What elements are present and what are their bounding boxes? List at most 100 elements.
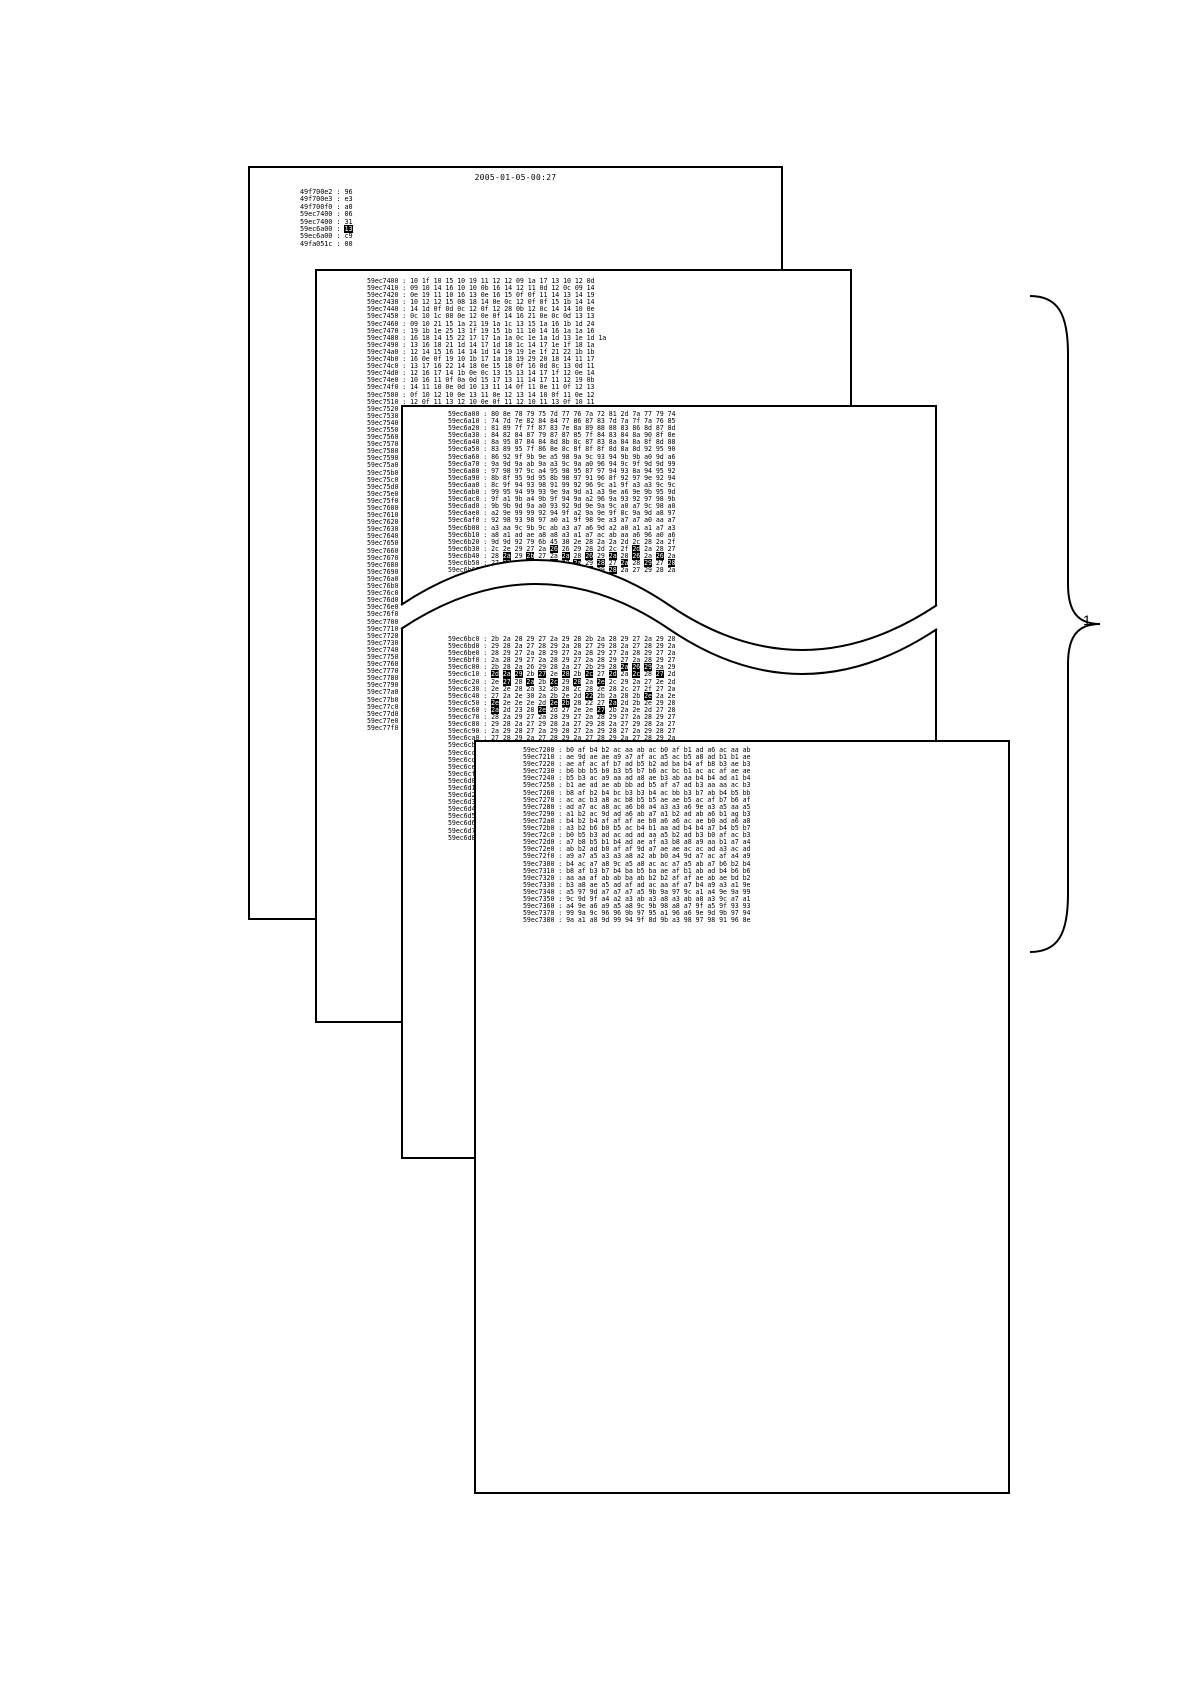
memory-dump-list: 59ec7200 : b0 af b4 b2 ac aa ab ac b0 af…: [523, 746, 751, 924]
dump-byte: 7f: [585, 431, 594, 440]
dump-byte: 16: [410, 333, 418, 342]
dump-byte: ae: [742, 767, 751, 776]
dump-byte: 1d: [551, 333, 560, 342]
dump-byte: b2: [577, 809, 586, 818]
dump-byte: 98: [526, 516, 535, 525]
dump-byte: 9e: [585, 502, 594, 511]
dump-byte: 29: [620, 635, 629, 643]
dump-byte: 26: [632, 551, 641, 560]
dump-byte: 9a: [632, 509, 641, 518]
dump-address: 59ec6b00: [448, 523, 480, 532]
dump-address: 59ec72a0: [523, 816, 555, 825]
dump-byte: 1e: [551, 340, 560, 349]
dump-address: 59ec6a10: [448, 417, 480, 426]
dump-byte: 13: [492, 369, 501, 378]
dump-byte: 97: [644, 495, 652, 504]
dump-byte: a4: [526, 495, 535, 504]
dump-byte: a6: [585, 523, 594, 532]
dump-byte: 29: [632, 720, 641, 729]
dump-byte: 0d: [574, 362, 583, 371]
dump-byte: 16: [516, 312, 524, 321]
dump-byte: a1: [573, 530, 582, 539]
dump-address: 59ec6a60: [448, 452, 480, 461]
dump-byte: 1b: [468, 355, 477, 364]
dump-byte: 13: [563, 333, 571, 342]
dump-separator: :: [479, 635, 492, 643]
dump-byte: 27: [526, 656, 535, 665]
dump-address: 59ec6ad0: [448, 502, 480, 511]
dump-byte: b3: [719, 760, 727, 769]
dump-byte: a6: [667, 530, 676, 539]
dump-separator: :: [479, 488, 492, 497]
dump-byte: a8: [601, 795, 610, 804]
dump-byte: 14: [527, 340, 536, 349]
dump-byte: 14: [410, 383, 418, 392]
dump-byte: 2a: [491, 656, 499, 665]
dump-address: 59ec7620: [367, 518, 399, 527]
dump-byte: 2b: [585, 635, 594, 643]
dump-byte: 96: [672, 909, 680, 918]
dump-byte: a4: [742, 838, 751, 847]
dump-byte: b4: [695, 880, 704, 889]
dump-byte: 9a: [526, 502, 535, 511]
dump-byte: 91: [585, 473, 594, 482]
dump-address: 59ec6a50: [448, 445, 480, 454]
dump-byte: 28: [597, 656, 605, 665]
dump-byte: 9d: [577, 894, 586, 903]
dump-address: 59ec7330: [523, 880, 555, 889]
dump-separator: :: [479, 523, 492, 532]
dump-byte: a7: [730, 838, 739, 847]
dump-byte: a1: [695, 887, 704, 896]
dump-byte: 79: [655, 410, 664, 418]
dump-byte: 92: [561, 502, 570, 511]
dump-byte: b3: [742, 809, 751, 818]
dump-byte: 2e: [502, 698, 511, 707]
dump-separator: :: [398, 383, 411, 392]
dump-address: 59ec74b0: [367, 355, 399, 364]
dump-byte: b1: [730, 753, 739, 762]
dump-byte: 2a: [644, 551, 652, 560]
dump-byte: 27: [655, 649, 664, 658]
dump-byte: 87: [561, 431, 570, 440]
dump-byte: 27: [538, 734, 547, 743]
dump-byte: 29: [608, 656, 617, 665]
dump-address: 59ec6c10: [448, 670, 480, 679]
dump-byte: 2a: [620, 558, 629, 567]
dump-row: 59ec6c40 : 27 2a 2e 30 2a 2b 2e 2d 22 2b…: [448, 691, 676, 700]
dump-byte: 2d: [597, 544, 605, 553]
dump-byte: 2a: [608, 551, 617, 560]
dump-byte: 14: [468, 347, 477, 356]
dump-byte: 94: [742, 909, 751, 918]
dump-byte: 92: [502, 452, 511, 461]
dump-row: 59ec6a10 : 74 7d 7e 82 84 84 77 86 87 83…: [448, 417, 676, 426]
dump-row: 59ec6a70 : 9a 9d 9a ab 9a a3 9c 9a a0 96…: [448, 460, 676, 468]
dump-byte: 8d: [655, 438, 664, 447]
dump-byte: 27: [667, 727, 676, 736]
dump-byte: 9e: [695, 909, 704, 918]
dump-address: 59ec6b50: [448, 558, 480, 567]
dump-byte: 9e: [549, 488, 558, 497]
dump-byte: 76: [655, 417, 664, 426]
dump-address: 59ec75b0: [367, 468, 399, 477]
dump-byte: af: [613, 845, 622, 854]
dump-byte: e3: [344, 195, 353, 204]
dump-byte: 29: [538, 720, 547, 729]
dump-byte: b6: [719, 859, 727, 868]
dump-byte: a4: [707, 887, 716, 896]
dump-byte: 28: [538, 649, 547, 658]
dump-row: 59ec7480 : 16 18 14 15 22 17 17 1a 1a 0c…: [367, 333, 606, 342]
dump-byte: ad: [636, 880, 645, 889]
dump-byte: a6: [730, 816, 739, 825]
dump-byte: 27: [526, 544, 535, 553]
dump-byte: 0c: [504, 298, 513, 307]
dump-byte: 28: [644, 713, 652, 722]
dump-byte: 13: [574, 312, 583, 321]
dump-byte: 12: [504, 277, 513, 285]
dump-row: 59ec7210 : ae 9d ae ae a9 a7 af ac a5 ac…: [523, 753, 751, 762]
dump-byte: 2a: [561, 551, 570, 560]
dump-separator: :: [479, 452, 492, 461]
dump-byte: 2a: [549, 551, 558, 560]
dump-address: 59ec7320: [523, 873, 555, 882]
dump-byte: 93: [620, 466, 629, 475]
dump-address: 59ec6bd0: [448, 642, 480, 651]
